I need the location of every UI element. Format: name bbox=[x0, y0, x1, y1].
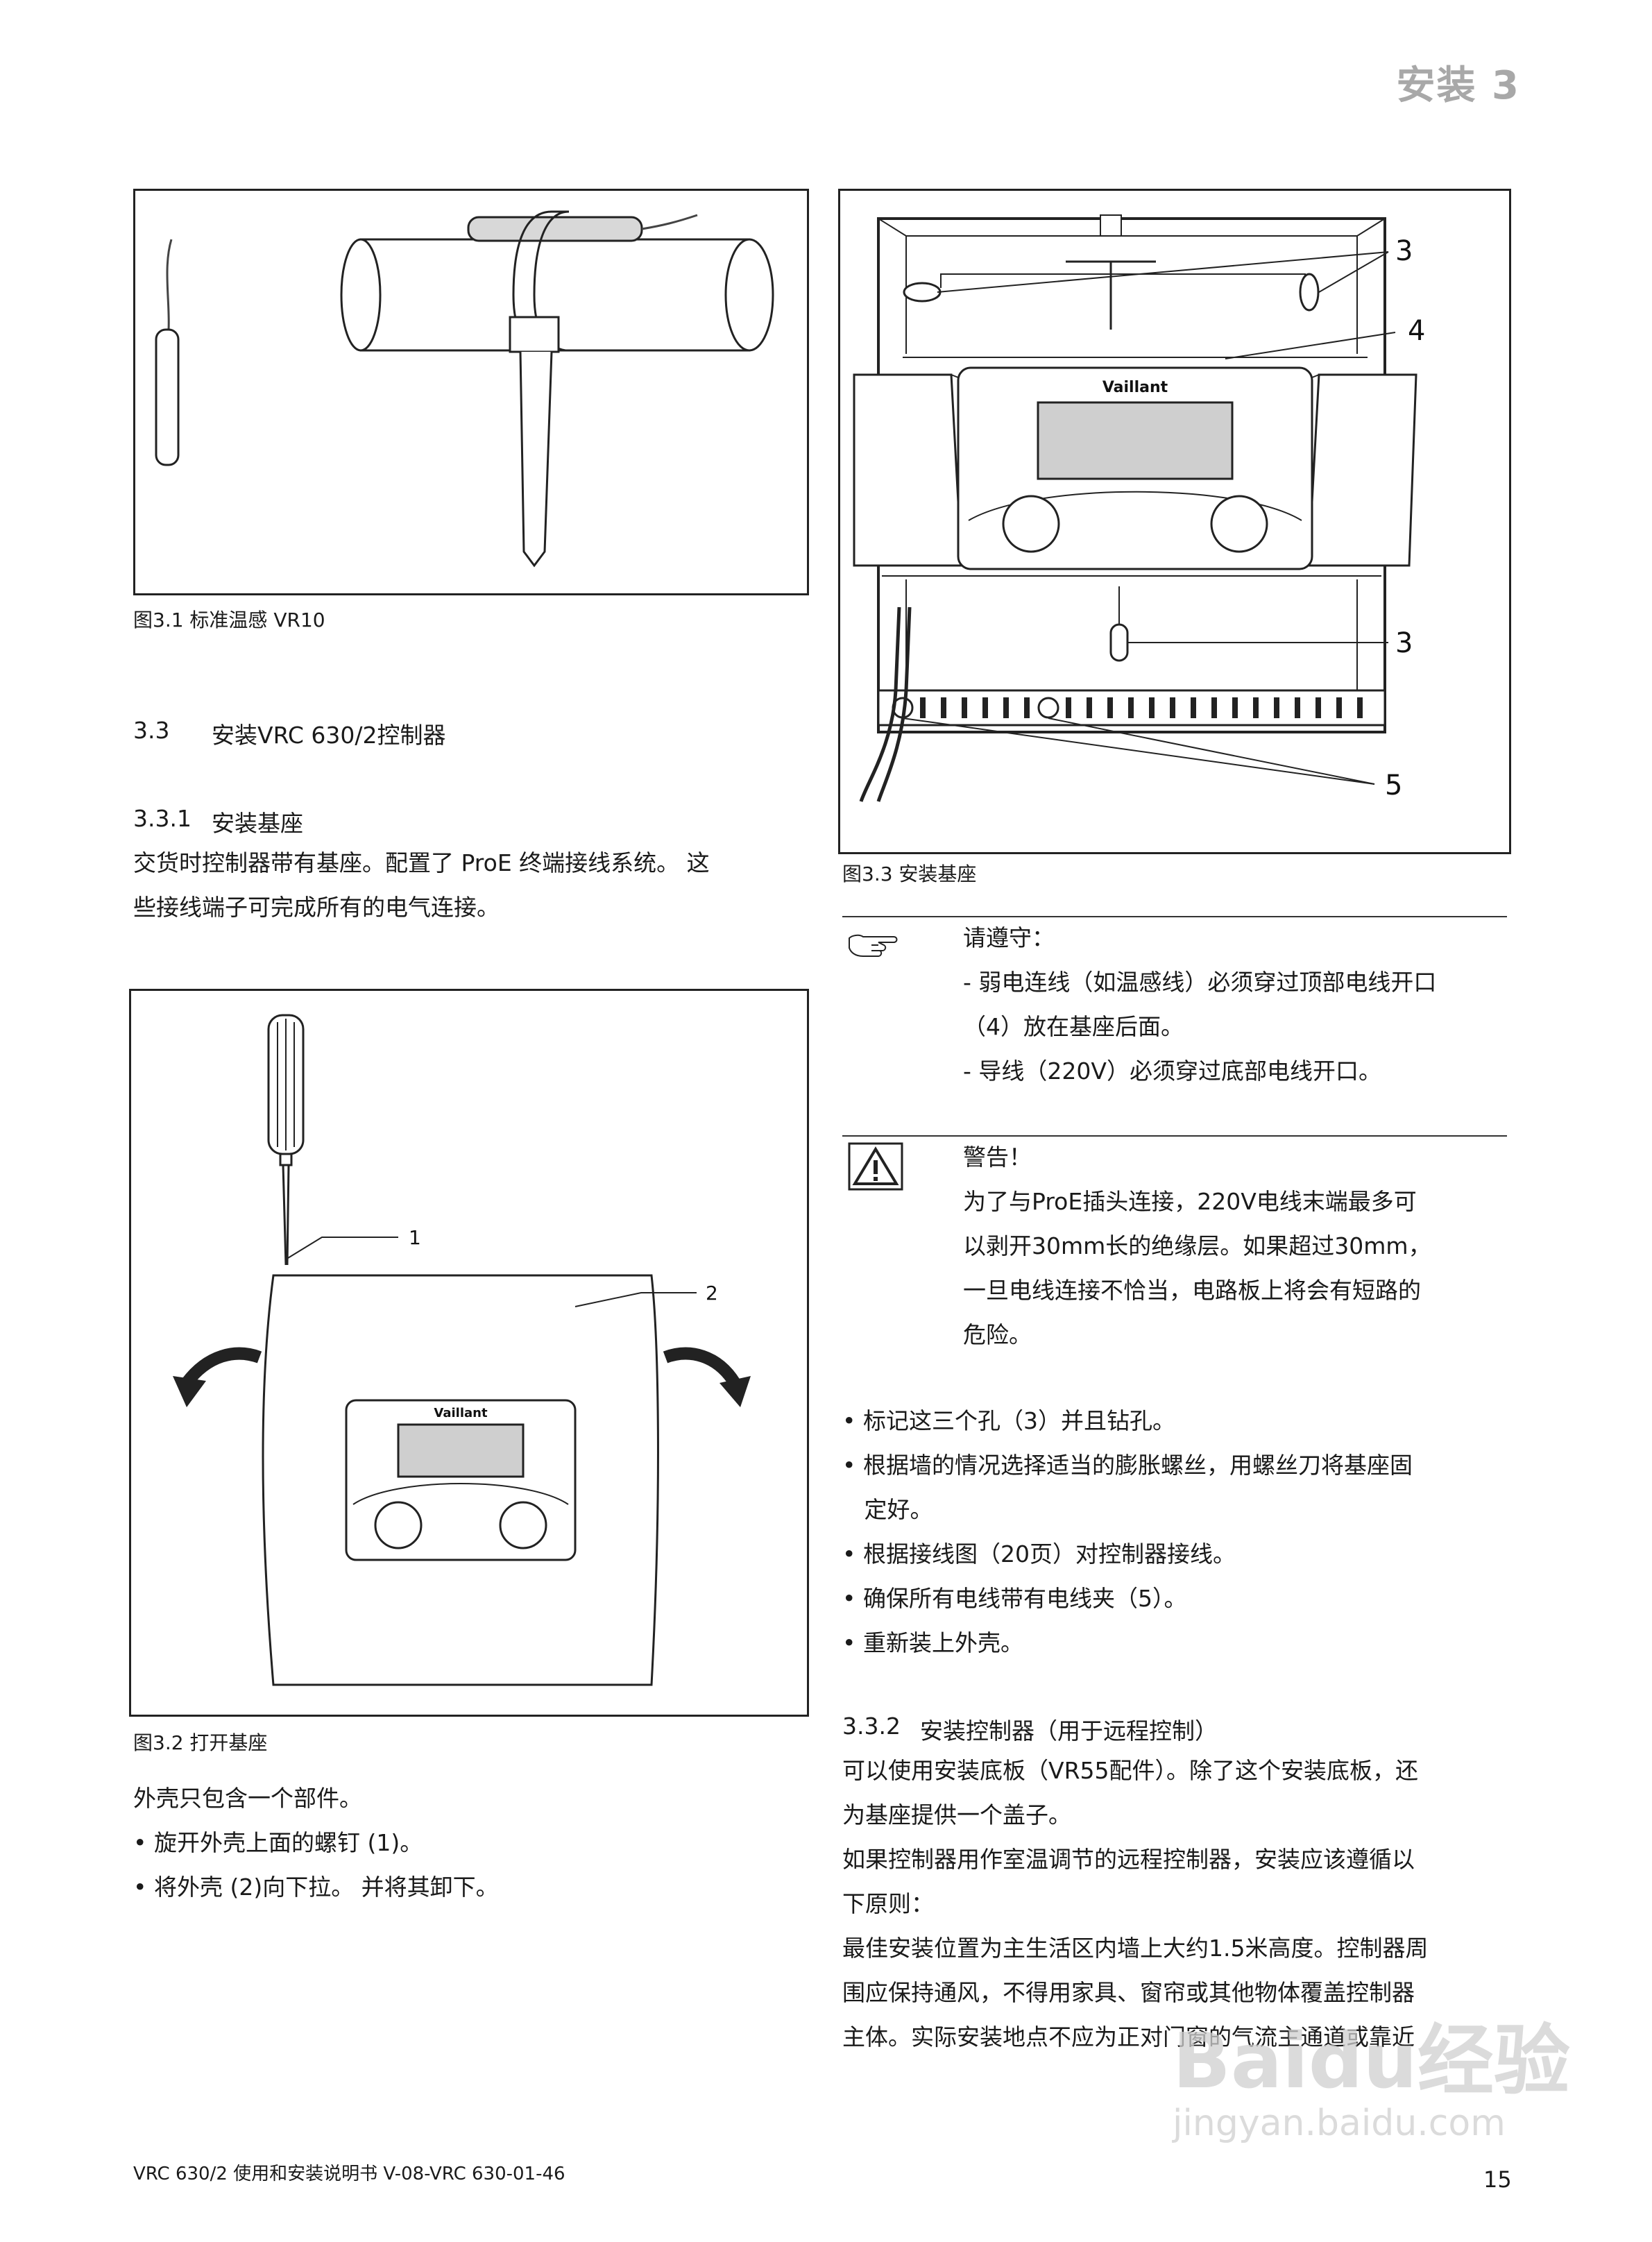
list-item: • 确保所有电线带有电线夹（5）。 bbox=[842, 1585, 1187, 1612]
paragraph-line: 可以使用安装底板（VR55配件）。除了这个安装底板，还 bbox=[842, 1757, 1418, 1784]
warning-line: 一旦电线连接不恰当，电路板上将会有短路的 bbox=[963, 1277, 1421, 1304]
list-item: 定好。 bbox=[842, 1496, 933, 1523]
section-title: 安装VRC 630/2控制器 bbox=[212, 722, 446, 749]
brand-logo: Vaillant bbox=[1102, 379, 1168, 396]
list-item: • 重新装上外壳。 bbox=[842, 1629, 1023, 1656]
subsection-number: 3.3.2 bbox=[842, 1713, 901, 1740]
paragraph-line: 些接线端子可完成所有的电气连接。 bbox=[133, 894, 500, 921]
brand-logo: Vaillant bbox=[434, 1406, 488, 1420]
subsection-title: 安装基座 bbox=[212, 810, 303, 837]
paragraph-line: 为基座提供一个盖子。 bbox=[842, 1801, 1071, 1828]
section-number: 3.3 bbox=[133, 717, 170, 744]
notice-top-rule bbox=[842, 916, 1507, 917]
notice-line: - 导线（220V）必须穿过底部电线开口。 bbox=[963, 1058, 1381, 1085]
warning-line: 危险。 bbox=[963, 1321, 1032, 1348]
warning-line: 为了与ProE插头连接，220V电线末端最多可 bbox=[963, 1188, 1417, 1215]
paragraph-line: 最佳安装位置为主生活区内墙上大约1.5米高度。控制器周 bbox=[842, 1935, 1429, 1962]
list-item: • 根据接线图（20页）对控制器接线。 bbox=[842, 1540, 1236, 1568]
subsection-title: 安装控制器（用于远程控制） bbox=[920, 1717, 1218, 1744]
watermark-url: jingyan.baidu.com bbox=[1173, 2103, 1506, 2144]
open-base-illustration: 1 2 Vaillant bbox=[173, 1014, 751, 1686]
notice-line: （4）放在基座后面。 bbox=[963, 1013, 1184, 1040]
figure-3-3: Vaillant bbox=[838, 189, 1511, 854]
watermark-logo: Baidu经验 bbox=[1173, 2016, 1570, 2105]
callout-3: 3 bbox=[1395, 627, 1413, 659]
callout-2: 2 bbox=[706, 1282, 718, 1305]
list-item: • 标记这三个孔（3）并且钻孔。 bbox=[842, 1407, 1175, 1434]
paragraph-line: 如果控制器用作室温调节的远程控制器，安装应该遵循以 bbox=[842, 1846, 1415, 1873]
callout-4: 4 bbox=[1408, 315, 1425, 347]
paragraph-line: 围应保持通风，不得用家具、窗帘或其他物体覆盖控制器 bbox=[842, 1979, 1415, 2006]
pointing-hand-icon bbox=[845, 930, 901, 960]
mounting-base-illustration: Vaillant bbox=[853, 214, 1425, 802]
callout-5: 5 bbox=[1385, 770, 1402, 801]
subsection-number: 3.3.1 bbox=[133, 805, 191, 832]
list-item: • 根据墙的情况选择适当的膨胀螺丝，用螺丝刀将基座固 bbox=[842, 1452, 1413, 1479]
notice-title: 请遵守： bbox=[963, 924, 1055, 951]
paragraph-line: 下原则： bbox=[842, 1890, 934, 1917]
paragraph-line: 交货时控制器带有基座。配置了 ProE 终端接线系统。 这 bbox=[133, 849, 710, 876]
sensor-illustration bbox=[155, 210, 774, 568]
figure-3-1 bbox=[133, 189, 809, 595]
warning-line: 以剥开30mm长的绝缘层。如果超过30mm， bbox=[963, 1232, 1431, 1259]
figure-3-1-caption: 图3.1 标准温感 VR10 bbox=[133, 609, 325, 631]
warning-title: 警告！ bbox=[963, 1144, 1032, 1171]
warning-triangle-icon bbox=[848, 1142, 903, 1191]
footer-text: VRC 630/2 使用和安装说明书 V-08-VRC 630-01-46 bbox=[133, 2164, 565, 2184]
figure-3-3-caption: 图3.3 安装基座 bbox=[842, 863, 977, 885]
paragraph: 外壳只包含一个部件。 bbox=[133, 1785, 362, 1812]
warning-top-rule bbox=[842, 1135, 1507, 1137]
page-number: 15 bbox=[1483, 2166, 1512, 2193]
paragraph: 交货时控制器带有基座。配置了 ProE 终端接线系统。 这 些接线端子可完成所有… bbox=[133, 841, 813, 930]
figure-3-2-caption: 图3.2 打开基座 bbox=[133, 1731, 268, 1754]
figure-3-2: 1 2 Vaillant bbox=[129, 989, 809, 1717]
paragraph-line: 主体。实际安装地点不应为正对门窗的气流主通道或靠近 bbox=[842, 2023, 1415, 2050]
paragraph: 可以使用安装底板（VR55配件）。除了这个安装底板，还 为基座提供一个盖子。 如… bbox=[842, 1749, 1508, 2060]
list-item: • 旋开外壳上面的螺钉 (1)。 bbox=[133, 1829, 423, 1856]
callout-1: 1 bbox=[409, 1226, 421, 1249]
list-item: • 将外壳 (2)向下拉。 并将其卸下。 bbox=[133, 1874, 499, 1901]
callout-3: 3 bbox=[1395, 235, 1413, 267]
section-label: 安装 3 bbox=[1396, 63, 1520, 108]
notice-line: - 弱电连线（如温感线）必须穿过顶部电线开口 bbox=[963, 969, 1437, 996]
